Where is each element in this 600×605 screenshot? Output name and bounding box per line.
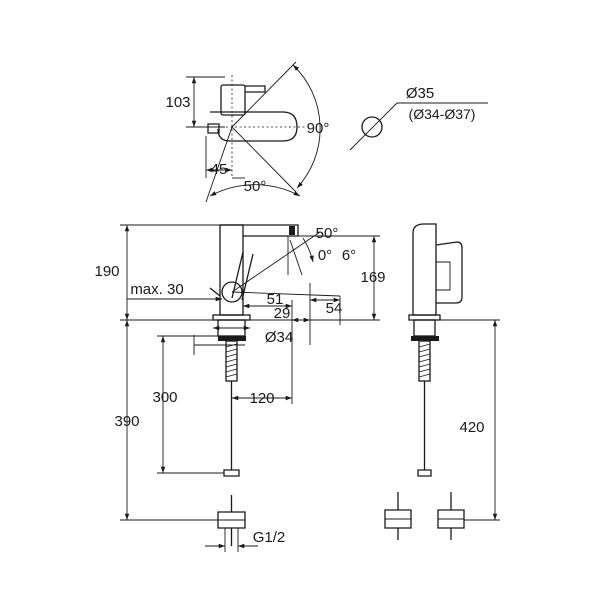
angle-50-top: 50° <box>244 178 267 195</box>
dim-300: 300 <box>152 389 177 406</box>
side-view <box>384 223 500 540</box>
dim-g-half: G1/2 <box>253 529 286 546</box>
dim-51: 51 <box>267 291 284 308</box>
angle-6: 6° <box>342 247 356 264</box>
dim-dia-34: Ø34 <box>265 329 293 346</box>
thread-hatching <box>225 343 238 378</box>
dim-390: 390 <box>114 413 139 430</box>
dim-45: 45 <box>211 161 228 178</box>
hole-detail <box>349 102 488 151</box>
dim-169: 169 <box>360 269 385 286</box>
dim-54: 54 <box>326 300 343 317</box>
dim-dia-range: (Ø34-Ø37) <box>409 106 476 122</box>
dim-103: 103 <box>165 94 190 111</box>
side-thread-hatching <box>418 343 431 378</box>
dim-max-30: max. 30 <box>130 281 183 298</box>
angle-0: 0° <box>318 247 332 264</box>
dim-190: 190 <box>94 263 119 280</box>
dim-dia-35: Ø35 <box>406 85 434 102</box>
dimension-labels: 103 45 90° 50° 50° 0° 6° 190 169 max. 30… <box>94 85 484 546</box>
angle-50-side: 50° <box>316 225 339 242</box>
top-view <box>186 61 321 203</box>
front-view <box>120 224 380 552</box>
dim-29: 29 <box>274 305 291 322</box>
dim-420: 420 <box>459 419 484 436</box>
dim-120: 120 <box>249 390 274 407</box>
angle-90: 90° <box>307 120 330 137</box>
